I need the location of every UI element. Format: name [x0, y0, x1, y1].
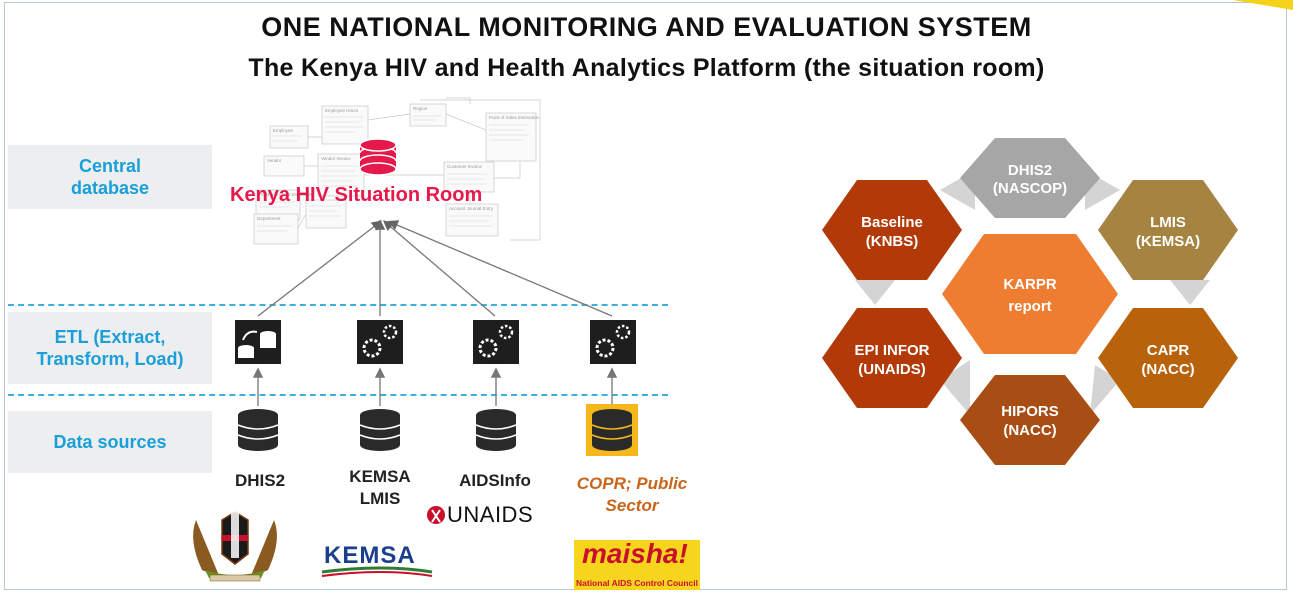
source-label-aidsinfo-line1: AIDSInfo — [459, 471, 531, 490]
source-label-dhis2: DHIS2 — [205, 470, 315, 492]
etl-text: ETL (Extract, Transform, Load) — [36, 326, 184, 370]
source-label-copr-line1: COPR; Public — [576, 474, 688, 493]
schema-table-label: Department — [257, 216, 281, 221]
source-label-aidsinfo: AIDSInfo — [430, 470, 560, 492]
central-database-title: Kenya HIV Situation Room — [230, 184, 483, 206]
maisha-logo-subtext: National AIDS Control Council — [576, 578, 698, 588]
architecture-diagram: Employee Employee Hours Region Point of … — [193, 97, 700, 590]
hexagon-upper-right — [1098, 180, 1238, 280]
hexagon-upper-left-line1: Baseline — [861, 214, 923, 231]
etl-box-3 — [473, 320, 519, 364]
hexagon-connectors — [855, 170, 1210, 415]
database-icon — [475, 409, 517, 451]
hexagon-top-line1: DHIS2 — [1008, 162, 1052, 179]
schema-table-label: Region — [413, 106, 428, 111]
database-icon — [237, 409, 279, 451]
unaids-logo-text: UNAIDS — [447, 502, 534, 527]
source-label-copr-line2: Sector — [605, 496, 659, 516]
hexagon-upper-right-line2: (KEMSA) — [1136, 233, 1200, 250]
database-icon — [586, 404, 638, 456]
hexagon-top — [960, 138, 1100, 218]
maisha-logo — [574, 540, 700, 590]
central-database-icon — [359, 138, 397, 176]
kemsa-logo-text: KEMSA — [324, 542, 416, 569]
etl-label: ETL (Extract, Transform, Load) — [8, 312, 212, 384]
hexagon-bottom — [960, 375, 1100, 465]
hexagon-lower-right-line2: (NACC) — [1141, 361, 1194, 378]
schema-table-label: Vendor — [267, 158, 282, 163]
schema-table-label: Point of Sales Estimation — [489, 115, 540, 120]
kenya-coat-of-arms-logo — [193, 508, 277, 582]
source-label-kemsa-line1: KEMSA — [349, 467, 411, 486]
schema-table-label: Account Journal Entry — [449, 206, 494, 211]
hexagon-lower-left-line2: (UNAIDS) — [858, 361, 926, 378]
hexagon-upper-right-line1: LMIS — [1150, 214, 1186, 231]
schema-table-label: Customer Invoice — [447, 164, 483, 169]
hexagon-upper-left — [822, 180, 962, 280]
hexagon-lower-right — [1098, 308, 1238, 408]
title-line-1: ONE NATIONAL MONITORING AND EVALUATION S… — [261, 12, 1032, 42]
hexagon-lower-right-line1: CAPR — [1147, 342, 1190, 359]
hexagon-center-line2: report — [1008, 298, 1051, 315]
data-sources-label: Data sources — [8, 411, 212, 473]
etl-box-2 — [357, 320, 403, 364]
etl-box-1 — [235, 320, 281, 364]
source-label-kemsa-line2: LMIS — [359, 489, 401, 509]
kemsa-logo — [321, 566, 433, 577]
schema-table-label: Purchase Order Estimation — [259, 192, 314, 197]
source-label-copr: COPR; Public Sector — [557, 473, 707, 517]
source-to-etl-arrows — [252, 367, 618, 406]
hexagon-center-line1: KARPR — [1003, 276, 1057, 293]
corner-accent — [1233, 0, 1293, 10]
dashed-divider-bottom — [8, 394, 668, 396]
hexagon-top-line2: (NASCOP) — [993, 180, 1067, 197]
source-label-kemsa: KEMSA LMIS — [325, 466, 435, 510]
karpr-hexagon-diagram: DHIS2 (NASCOP) Baseline (KNBS) LMIS (KEM… — [822, 138, 1238, 465]
etl-box-4 — [590, 320, 636, 364]
hexagon-upper-left-line2: (KNBS) — [866, 233, 919, 250]
title-line-2: The Kenya HIV and Health Analytics Platf… — [248, 54, 1045, 82]
maisha-logo-text: maisha! — [582, 538, 688, 569]
dashed-divider-top — [8, 304, 668, 306]
schema-table-label: Vendor Invoice — [321, 156, 351, 161]
database-icon — [359, 409, 401, 451]
central-database-label: Central database — [8, 145, 212, 209]
hexagon-lower-left-line1: EPI INFOR — [854, 342, 929, 359]
schema-table-label: Employee — [273, 128, 294, 133]
schema-diagram — [253, 97, 541, 245]
source-label-dhis2-line1: DHIS2 — [234, 471, 286, 490]
hexagon-bottom-line1: HIPORS — [1001, 403, 1059, 420]
unaids-ribbon-icon — [427, 506, 445, 524]
central-database-text: Central database — [70, 155, 150, 199]
schema-table-label: Employee Hours — [325, 108, 359, 113]
hexagon-bottom-line2: (NACC) — [1003, 422, 1056, 439]
hexagon-lower-left — [822, 308, 962, 408]
etl-to-central-arrows — [257, 219, 613, 317]
data-sources-text: Data sources — [53, 431, 167, 452]
hexagon-center — [942, 234, 1118, 354]
